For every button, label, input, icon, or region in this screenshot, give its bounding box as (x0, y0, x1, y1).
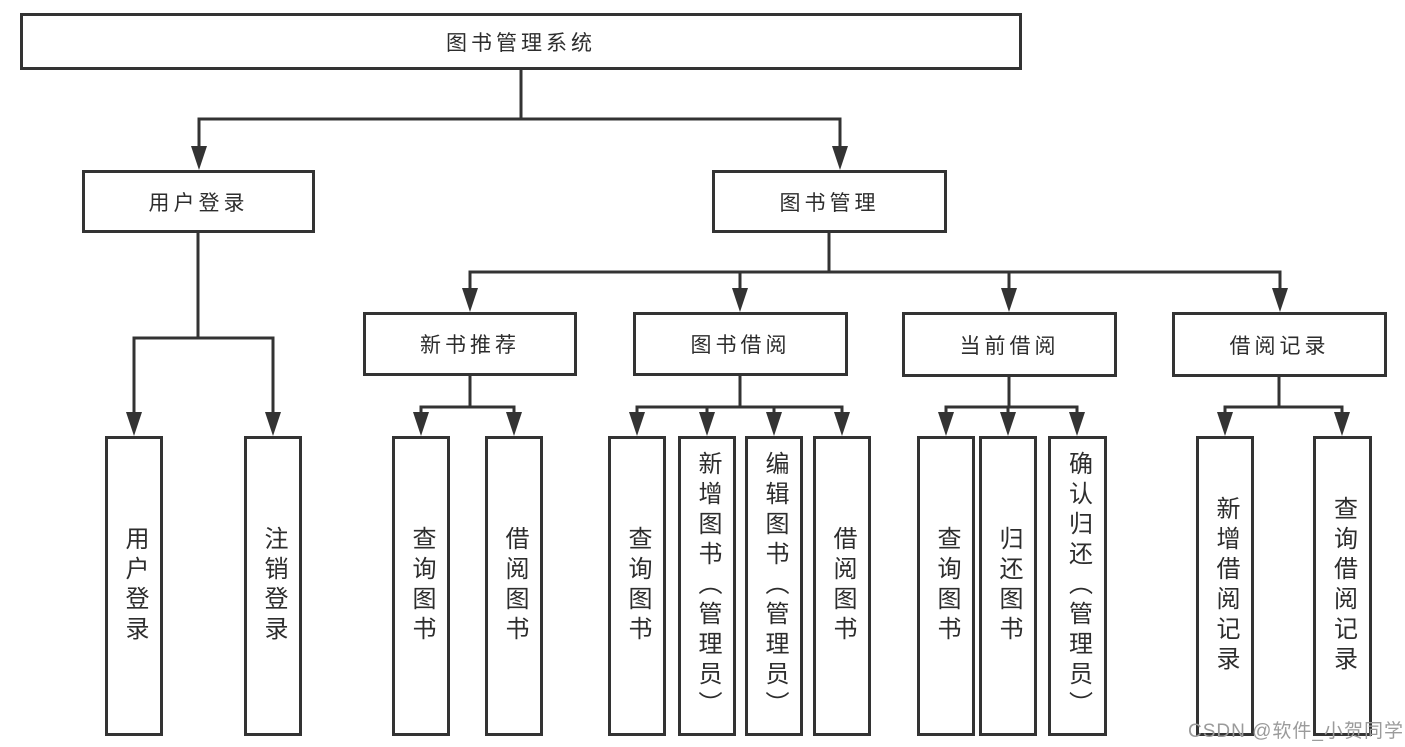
node-logout: 注销登录 (244, 436, 302, 736)
node-borrow-books: 借阅图书 (813, 436, 871, 736)
node-edit-books-admin: 编辑图书（管理员） (745, 436, 803, 736)
node-new-book-recommend: 新书推荐 (363, 312, 577, 376)
node-return-books: 归还图书 (979, 436, 1037, 736)
watermark: CSDN @软件_小贺同学 (1188, 721, 1404, 742)
node-borrowing-records: 借阅记录 (1172, 312, 1387, 377)
node-borrow-books-recommend: 借阅图书 (485, 436, 543, 736)
node-add-borrow-record: 新增借阅记录 (1196, 436, 1254, 736)
node-user-login: 用户登录 (82, 170, 315, 233)
node-confirm-return-admin: 确认归还（管理员） (1048, 436, 1107, 736)
node-user-login-action: 用户登录 (105, 436, 163, 736)
node-current-borrowing: 当前借阅 (902, 312, 1117, 377)
node-add-books-admin: 新增图书（管理员） (678, 436, 736, 736)
node-query-borrow-record: 查询借阅记录 (1313, 436, 1372, 736)
node-query-books-recommend: 查询图书 (392, 436, 450, 736)
arrowhead-icons (126, 146, 1350, 436)
node-query-books-borrowing: 查询图书 (608, 436, 666, 736)
node-book-management-system: 图书管理系统 (20, 13, 1022, 70)
node-query-books-current: 查询图书 (917, 436, 975, 736)
node-book-management: 图书管理 (712, 170, 947, 233)
node-book-borrowing: 图书借阅 (633, 312, 848, 376)
